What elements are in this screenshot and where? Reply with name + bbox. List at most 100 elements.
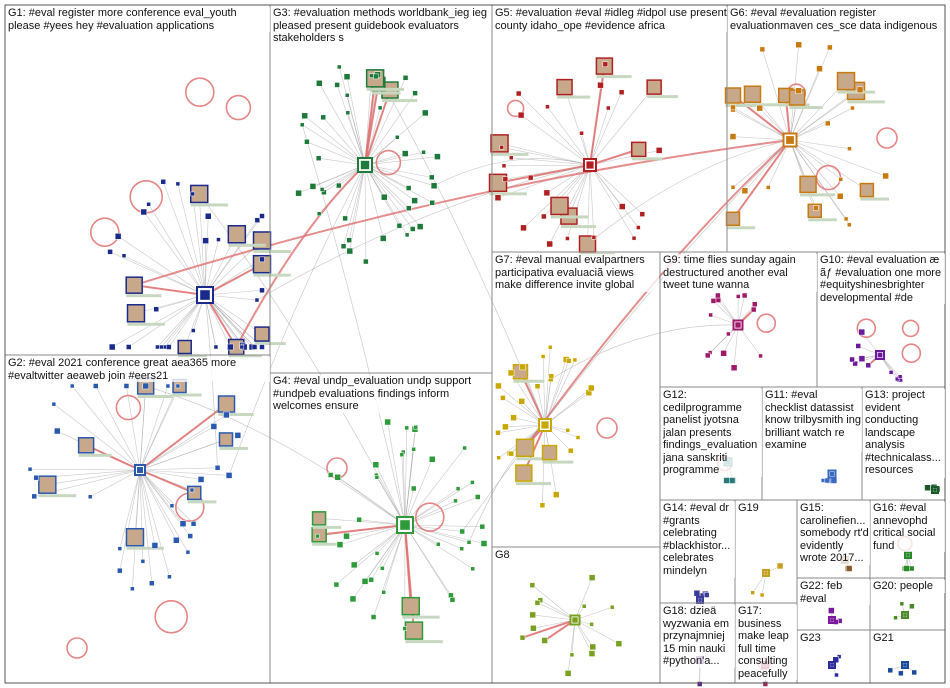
user-node (188, 534, 193, 539)
user-node (480, 524, 485, 529)
user-node (450, 597, 455, 602)
user-node (154, 307, 159, 312)
user-node (186, 550, 190, 554)
user-node (117, 568, 122, 573)
user-node (422, 110, 428, 116)
user-node (467, 540, 471, 544)
node-caption (367, 88, 404, 91)
self-loop (902, 344, 920, 362)
node-caption (254, 250, 291, 253)
user-node (619, 204, 625, 210)
user-node (93, 384, 98, 389)
user-node (347, 248, 353, 254)
self-loop (877, 128, 897, 148)
user-node (310, 183, 316, 189)
user-node (191, 329, 195, 333)
user-node (516, 91, 521, 96)
user-node (590, 644, 596, 650)
user-node (640, 212, 645, 217)
edge (305, 116, 365, 165)
user-avatar-node (800, 176, 816, 192)
user-node (412, 198, 418, 204)
edge (331, 475, 405, 525)
edge (590, 165, 642, 214)
user-node (592, 235, 596, 239)
self-loop (903, 320, 919, 336)
user-node (143, 383, 149, 389)
user-node (357, 517, 362, 522)
user-node (508, 370, 514, 376)
user-node (54, 428, 60, 434)
user-node (502, 424, 508, 430)
user-node (417, 224, 423, 230)
user-avatar-node (255, 327, 269, 341)
user-node (541, 354, 545, 358)
self-loop (155, 601, 187, 633)
self-loop (898, 537, 912, 551)
user-avatar-node (551, 197, 568, 214)
user-node (373, 462, 379, 468)
group-panel-g3 (270, 5, 492, 373)
user-node (118, 547, 122, 551)
edge (504, 165, 590, 166)
user-node (709, 313, 713, 317)
user-node (757, 105, 763, 111)
user-node (434, 154, 440, 160)
user-node (540, 503, 545, 508)
user-node (766, 185, 770, 189)
edge (319, 83, 365, 165)
edge (365, 165, 366, 262)
edge (199, 194, 205, 295)
user-avatar-node (219, 433, 232, 446)
edge (302, 125, 365, 165)
hub-node-mark (137, 467, 143, 473)
user-node (576, 436, 580, 440)
edge (542, 425, 545, 505)
edge (307, 142, 365, 165)
user-node (252, 345, 257, 350)
node-caption (848, 100, 885, 103)
user-node (759, 354, 763, 358)
user-node (149, 581, 154, 586)
user-node (742, 293, 747, 298)
user-node (411, 486, 416, 491)
user-node (520, 635, 525, 640)
user-node (850, 357, 855, 362)
user-node (260, 257, 265, 262)
edge (521, 115, 590, 165)
user-avatar-node (632, 142, 646, 156)
user-node (694, 590, 700, 596)
user-avatar-node (126, 277, 142, 293)
edge (588, 165, 590, 244)
hub-node-mark (361, 161, 369, 169)
node-caption (727, 226, 756, 229)
user-node (335, 82, 340, 87)
user-node (697, 682, 702, 687)
user-node (115, 233, 121, 239)
node-layer (28, 42, 940, 687)
node-caption (516, 482, 551, 485)
user-avatar-node (543, 446, 557, 460)
edge (590, 108, 608, 165)
user-node (170, 504, 174, 508)
edge (790, 140, 849, 149)
self-loop (67, 638, 87, 658)
node-caption (551, 215, 588, 218)
user-node (497, 456, 501, 460)
user-node (400, 453, 404, 457)
user-node (471, 567, 475, 571)
user-node (548, 345, 552, 349)
node-caption (138, 395, 173, 398)
user-node (176, 182, 180, 186)
hub-node-mark (572, 617, 577, 622)
user-node (736, 294, 740, 298)
user-node (141, 209, 147, 215)
node-caption (372, 91, 401, 94)
user-node (371, 615, 376, 620)
inter-group-edge (134, 140, 790, 285)
user-node (705, 353, 710, 358)
user-node (350, 596, 356, 602)
user-node (403, 75, 408, 80)
user-node (381, 194, 387, 200)
